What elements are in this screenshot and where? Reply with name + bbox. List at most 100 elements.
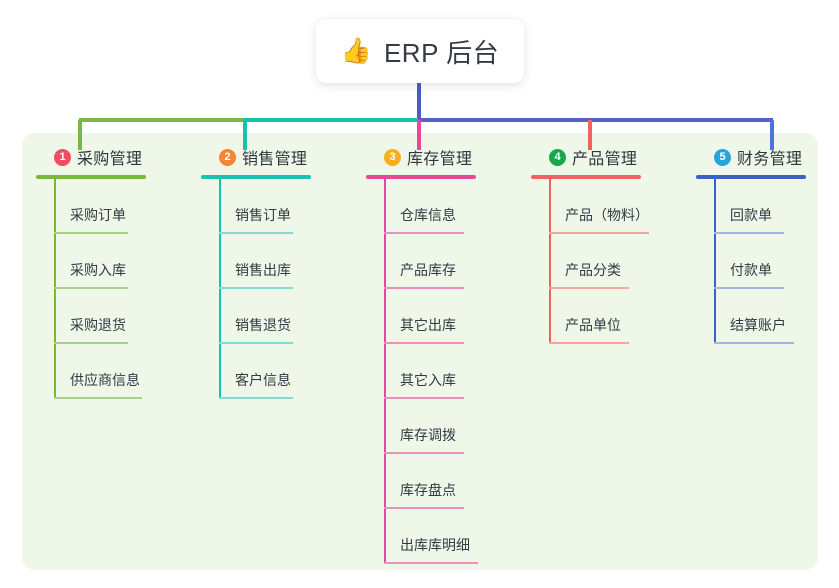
branch-title: 财务管理 bbox=[737, 151, 803, 168]
leaf-underline bbox=[219, 232, 293, 234]
branch-number-badge: 5 bbox=[714, 148, 731, 166]
leaf-label: 产品分类 bbox=[565, 262, 621, 278]
leaf-node[interactable]: 销售出库 bbox=[201, 234, 311, 289]
leaf-label: 销售退货 bbox=[235, 317, 291, 333]
branch-underline bbox=[531, 175, 641, 179]
branch-number-badge: 1 bbox=[54, 148, 71, 166]
leaf-node[interactable]: 采购退货 bbox=[36, 289, 146, 344]
branch-column-3: 3 库存管理仓库信息产品库存其它出库其它入库库存调拨库存盘点出库库明细 bbox=[366, 146, 478, 564]
leaf-underline bbox=[54, 232, 128, 234]
leaf-underline bbox=[54, 287, 128, 289]
branch-number-badge: 4 bbox=[549, 148, 566, 166]
leaf-underline bbox=[384, 452, 464, 454]
leaf-node[interactable]: 采购订单 bbox=[36, 179, 146, 234]
branch-underline bbox=[366, 175, 476, 179]
leaf-underline bbox=[54, 397, 142, 399]
leaf-list: 仓库信息产品库存其它出库其它入库库存调拨库存盘点出库库明细 bbox=[366, 179, 478, 564]
leaf-underline bbox=[219, 287, 293, 289]
leaf-node[interactable]: 产品分类 bbox=[531, 234, 641, 289]
leaf-node[interactable]: 产品库存 bbox=[366, 234, 476, 289]
branch-spine bbox=[714, 179, 716, 344]
branch-header-2[interactable]: 2 销售管理 bbox=[219, 146, 311, 168]
leaf-node[interactable]: 采购入库 bbox=[36, 234, 146, 289]
leaf-label: 结算账户 bbox=[730, 317, 786, 333]
leaf-underline bbox=[384, 507, 464, 509]
leaf-underline bbox=[714, 232, 784, 234]
leaf-label: 库存盘点 bbox=[400, 482, 456, 498]
leaf-label: 付款单 bbox=[730, 262, 772, 278]
leaf-label: 回款单 bbox=[730, 207, 772, 223]
branch-underline bbox=[696, 175, 806, 179]
content-panel bbox=[22, 133, 818, 570]
leaf-node[interactable]: 结算账户 bbox=[696, 289, 806, 344]
leaf-label: 销售订单 bbox=[235, 207, 291, 223]
leaf-underline bbox=[384, 562, 478, 564]
branch-spine bbox=[549, 179, 551, 344]
thumbs-up-icon: 👍 bbox=[340, 36, 372, 65]
leaf-underline bbox=[384, 287, 464, 289]
branch-header-3[interactable]: 3 库存管理 bbox=[384, 146, 476, 168]
leaf-underline bbox=[549, 342, 629, 344]
root-title: ERP 后台 bbox=[383, 37, 500, 68]
branch-header-1[interactable]: 1 采购管理 bbox=[54, 146, 146, 168]
branch-column-5: 5 财务管理回款单付款单结算账户 bbox=[696, 146, 806, 344]
leaf-underline bbox=[384, 232, 464, 234]
leaf-underline bbox=[384, 397, 464, 399]
leaf-node[interactable]: 客户信息 bbox=[201, 344, 311, 399]
leaf-node[interactable]: 销售订单 bbox=[201, 179, 311, 234]
leaf-label: 采购入库 bbox=[70, 262, 126, 278]
leaf-label: 供应商信息 bbox=[70, 372, 140, 388]
leaf-label: 仓库信息 bbox=[400, 207, 456, 223]
leaf-node[interactable]: 其它出库 bbox=[366, 289, 476, 344]
leaf-label: 产品（物料） bbox=[565, 207, 649, 223]
leaf-underline bbox=[714, 287, 784, 289]
branch-title: 库存管理 bbox=[407, 151, 473, 168]
leaf-node[interactable]: 产品（物料） bbox=[531, 179, 649, 234]
leaf-underline bbox=[54, 342, 128, 344]
leaf-node[interactable]: 销售退货 bbox=[201, 289, 311, 344]
branch-spine bbox=[54, 179, 56, 399]
leaf-node[interactable]: 出库库明细 bbox=[366, 509, 478, 564]
leaf-underline bbox=[219, 397, 293, 399]
leaf-node[interactable]: 产品单位 bbox=[531, 289, 641, 344]
leaf-underline bbox=[219, 342, 293, 344]
leaf-underline bbox=[549, 232, 649, 234]
leaf-label: 产品单位 bbox=[565, 317, 621, 333]
branch-column-2: 2 销售管理销售订单销售出库销售退货客户信息 bbox=[201, 146, 311, 399]
branch-spine bbox=[384, 179, 386, 564]
leaf-label: 客户信息 bbox=[235, 372, 291, 388]
branch-column-1: 1 采购管理采购订单采购入库采购退货供应商信息 bbox=[36, 146, 146, 399]
root-node[interactable]: 👍 ERP 后台 bbox=[316, 19, 524, 83]
leaf-list: 采购订单采购入库采购退货供应商信息 bbox=[36, 179, 146, 399]
branch-number-badge: 2 bbox=[219, 148, 236, 166]
leaf-label: 采购订单 bbox=[70, 207, 126, 223]
leaf-underline bbox=[384, 342, 464, 344]
branch-underline bbox=[36, 175, 146, 179]
branch-title: 销售管理 bbox=[242, 151, 308, 168]
branch-spine bbox=[219, 179, 221, 399]
branch-column-4: 4 产品管理产品（物料） 产品分类产品单位 bbox=[531, 146, 649, 344]
leaf-list: 回款单付款单结算账户 bbox=[696, 179, 806, 344]
leaf-label: 销售出库 bbox=[235, 262, 291, 278]
leaf-list: 销售订单销售出库销售退货客户信息 bbox=[201, 179, 311, 399]
leaf-node[interactable]: 其它入库 bbox=[366, 344, 476, 399]
leaf-node[interactable]: 供应商信息 bbox=[36, 344, 146, 399]
branch-header-5[interactable]: 5 财务管理 bbox=[714, 146, 806, 168]
branch-header-4[interactable]: 4 产品管理 bbox=[549, 146, 641, 168]
leaf-underline bbox=[714, 342, 794, 344]
leaf-node[interactable]: 仓库信息 bbox=[366, 179, 476, 234]
leaf-node[interactable]: 库存调拨 bbox=[366, 399, 476, 454]
leaf-underline bbox=[549, 287, 629, 289]
leaf-node[interactable]: 库存盘点 bbox=[366, 454, 476, 509]
leaf-node[interactable]: 付款单 bbox=[696, 234, 806, 289]
leaf-label: 库存调拨 bbox=[400, 427, 456, 443]
leaf-label: 采购退货 bbox=[70, 317, 126, 333]
branch-title: 采购管理 bbox=[77, 151, 143, 168]
branch-number-badge: 3 bbox=[384, 148, 401, 166]
leaf-label: 其它入库 bbox=[400, 372, 456, 388]
branch-title: 产品管理 bbox=[572, 151, 638, 168]
leaf-list: 产品（物料） 产品分类产品单位 bbox=[531, 179, 649, 344]
leaf-node[interactable]: 回款单 bbox=[696, 179, 806, 234]
leaf-label: 产品库存 bbox=[400, 262, 456, 278]
